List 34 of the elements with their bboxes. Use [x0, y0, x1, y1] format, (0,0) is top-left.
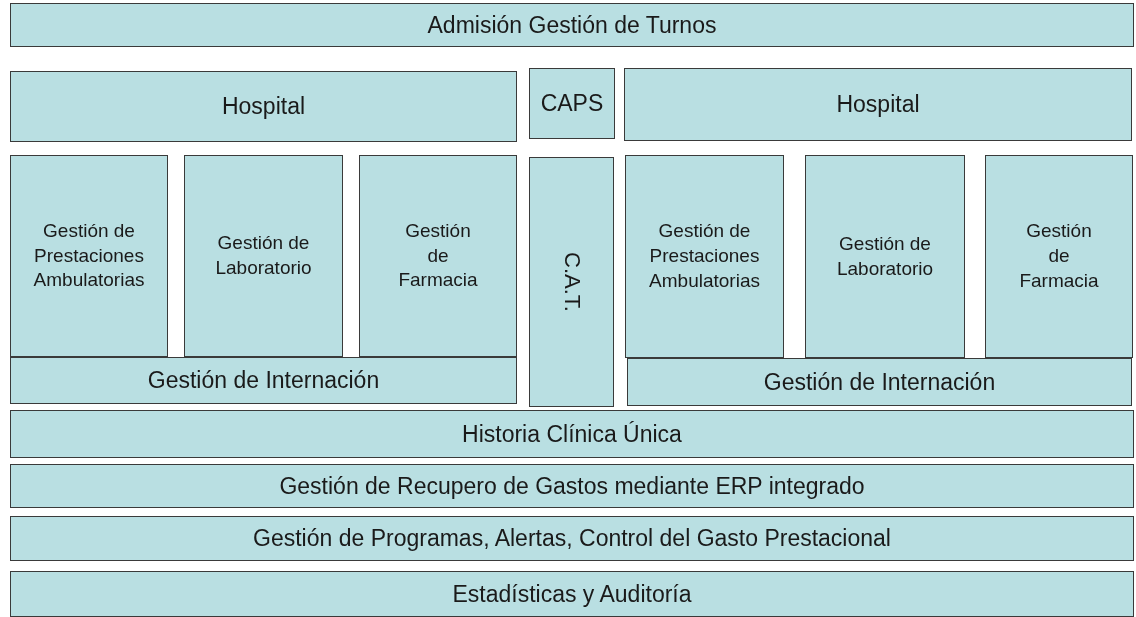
module-box	[625, 155, 784, 358]
band-box	[10, 3, 1134, 47]
band-box	[10, 410, 1134, 458]
box-label: Historia Clínica Única	[462, 420, 682, 448]
box-label: Admisión Gestión de Turnos	[427, 11, 717, 39]
band-box	[10, 516, 1134, 561]
box-label: Gestión de Prestaciones Ambulatorias	[649, 219, 760, 293]
box-label: CAPS	[540, 90, 604, 117]
column-box	[529, 157, 614, 407]
module-box	[10, 155, 168, 357]
panel-box	[10, 71, 517, 142]
box-label: Hospital	[221, 93, 306, 120]
module-box	[184, 155, 343, 357]
panel-box	[624, 68, 1132, 141]
box-label: Gestión de Internación	[763, 368, 996, 396]
box-label: Gestión de Internación	[147, 367, 380, 394]
band-box	[10, 464, 1134, 508]
module-box	[805, 155, 965, 358]
box-label: Gestión de Farmacia	[1019, 219, 1099, 293]
box-label: Gestión de Laboratorio	[836, 231, 934, 281]
module-box	[359, 155, 517, 357]
band-box	[10, 571, 1134, 617]
module-box	[985, 155, 1133, 358]
band-box	[627, 358, 1132, 406]
box-label: Gestión de Recupero de Gastos mediante ERP integrado	[279, 472, 865, 500]
band-box	[10, 357, 517, 404]
box-label: Gestión de Programas, Alertas, Control del Gasto Prestacional	[253, 525, 891, 552]
box-label: Gestión de Laboratorio	[215, 231, 312, 280]
box-label: Gestión de Prestaciones Ambulatorias	[33, 218, 145, 293]
small-box	[529, 68, 615, 139]
box-label: Gestión de Farmacia	[398, 218, 478, 293]
box-label: Hospital	[836, 91, 920, 118]
box-label: C.A.T.	[558, 252, 585, 312]
box-label: Estadísticas y Auditoría	[452, 580, 692, 608]
